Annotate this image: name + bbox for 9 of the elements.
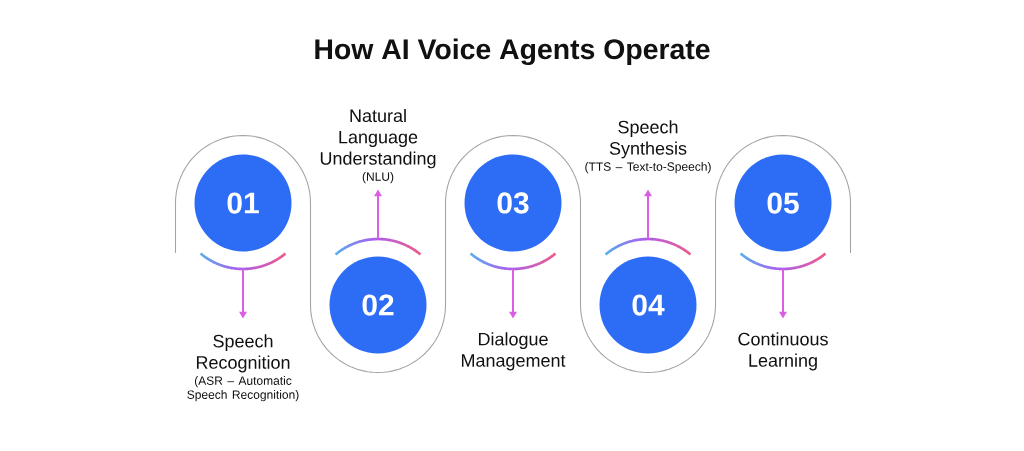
step-title: Natural Language Understanding	[320, 108, 436, 169]
step-subtitle: (ASR – Automatic Speech Recognition)	[187, 376, 299, 402]
step-title: Dialogue Management	[461, 332, 566, 371]
step-title: Speech Synthesis	[609, 120, 687, 159]
step-title: Continuous Learning	[738, 332, 828, 371]
step-subtitle: (TTS – Text-to-Speech)	[585, 162, 711, 174]
step-title: Speech Recognition	[196, 334, 290, 373]
title: How AI Voice Agents Operate	[315, 38, 710, 66]
step-subtitle: (NLU)	[362, 172, 394, 184]
